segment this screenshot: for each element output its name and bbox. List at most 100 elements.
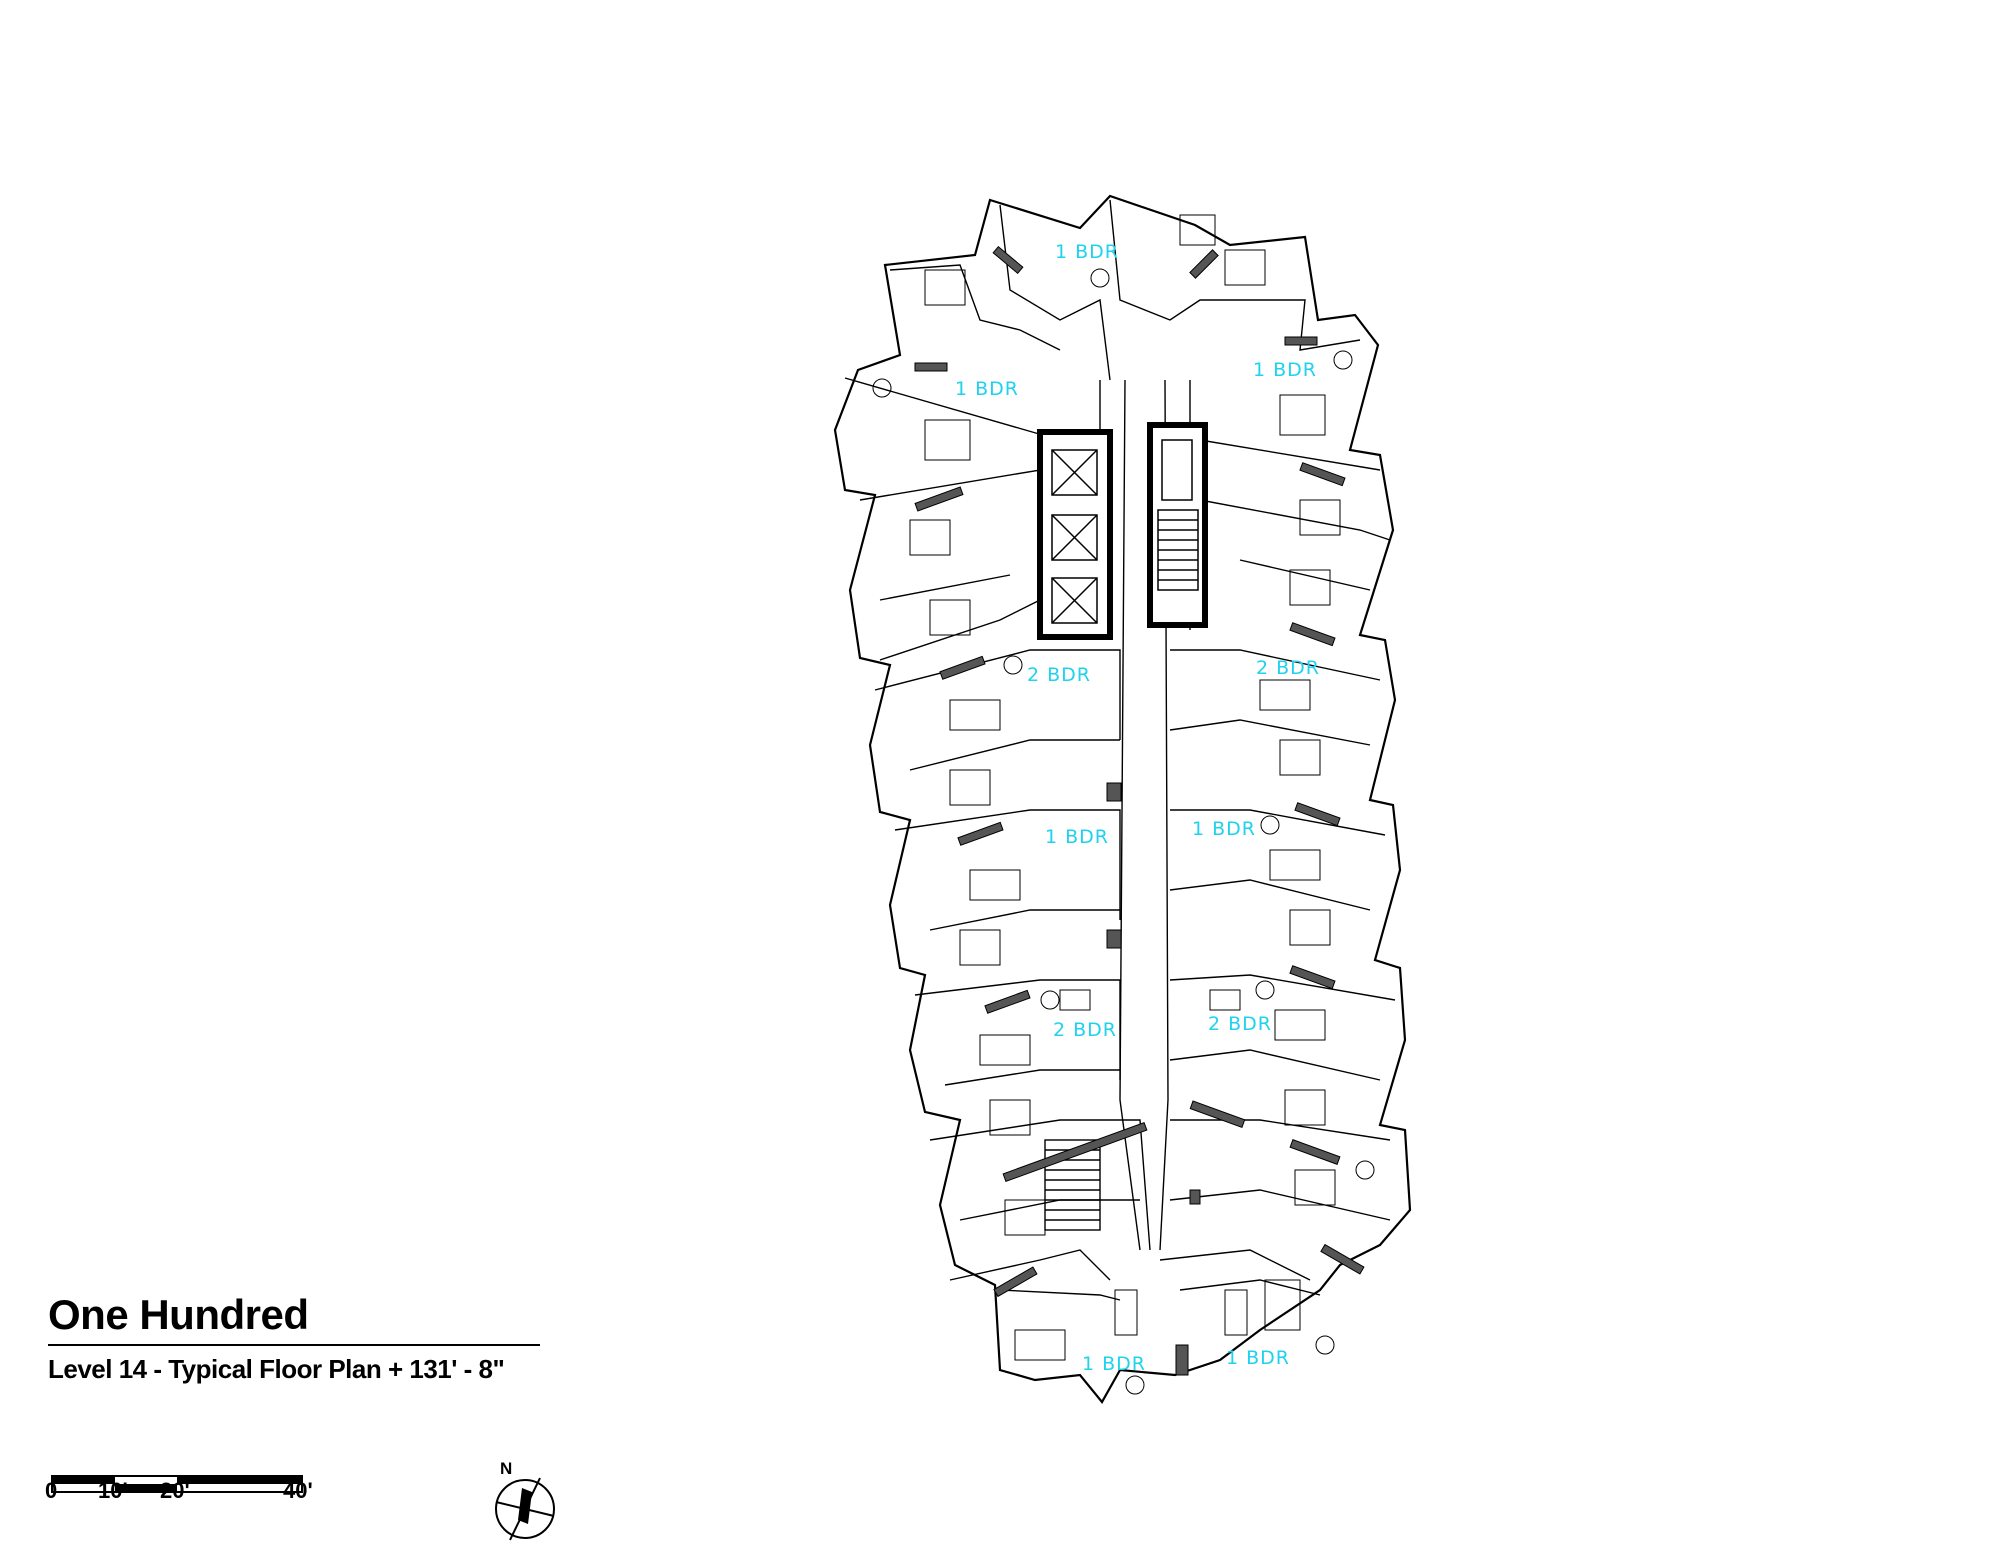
unit-label: 1 BDR [1045, 826, 1109, 848]
wall [949, 1249, 1111, 1281]
scale-bar [51, 1475, 303, 1493]
dining-table [1260, 815, 1280, 835]
wall-segment [1289, 1139, 1341, 1165]
dining-table [872, 378, 892, 398]
wall [1170, 1119, 1391, 1141]
elevator-cross [1051, 514, 1098, 561]
wall [894, 809, 1121, 920]
wall-segment [1106, 929, 1122, 949]
dining-table [1003, 655, 1023, 675]
sofa [1264, 1279, 1301, 1331]
bed [1179, 214, 1216, 246]
bed [1299, 499, 1341, 536]
bed [1284, 1089, 1326, 1126]
unit-label: 1 BDR [1226, 1347, 1290, 1369]
wall [1159, 1249, 1311, 1281]
bed [1294, 1169, 1336, 1206]
corridor-wall [1119, 379, 1141, 1251]
dining-table [1040, 990, 1060, 1010]
plan-subtitle: Level 14 - Typical Floor Plan + 131' - 8… [48, 1354, 505, 1384]
sofa [924, 419, 971, 461]
sofa [1274, 1009, 1326, 1041]
stair [1044, 1139, 1101, 1231]
wall [944, 1069, 1120, 1086]
wall-segment [984, 989, 1031, 1014]
wall-segment [1299, 462, 1346, 487]
bed [1289, 569, 1331, 606]
wall [1170, 649, 1381, 681]
wall [999, 1289, 1121, 1301]
project-title: One Hundred [48, 1291, 309, 1338]
wall [1239, 559, 1371, 591]
wall-segment [1106, 782, 1122, 802]
wall-segment [1289, 965, 1336, 990]
elevator [1051, 449, 1098, 496]
wall-segment [1189, 1189, 1201, 1205]
wall-segment [1189, 1100, 1246, 1128]
wall-segment [992, 245, 1024, 275]
wall [1169, 974, 1396, 1001]
dining-table [1355, 1160, 1375, 1180]
sofa [949, 699, 1001, 731]
table [1114, 1289, 1138, 1336]
bed [1289, 909, 1331, 946]
bed [989, 1099, 1031, 1136]
wall [1109, 199, 1230, 321]
sofa [979, 1034, 1031, 1066]
wall-segment [957, 821, 1004, 846]
wall-segment [914, 362, 948, 372]
wall [1169, 879, 1371, 911]
table [1209, 989, 1241, 1011]
sofa [1269, 849, 1321, 881]
wall-segment [1175, 1344, 1189, 1376]
sofa [1259, 679, 1311, 711]
wall-segment [1294, 802, 1341, 827]
wall-segment [1289, 622, 1336, 647]
wall [879, 574, 1011, 601]
bed [929, 599, 971, 636]
scale-label: 20' [160, 1478, 190, 1503]
dining-table [1090, 268, 1110, 288]
title-block: One Hundred Level 14 - Typical Floor Pla… [48, 1290, 548, 1385]
north-label: N [500, 1459, 512, 1478]
sofa [1014, 1329, 1066, 1361]
wall [1199, 499, 1391, 541]
wall [1170, 809, 1386, 836]
wall [1230, 299, 1361, 351]
scale-label: 40' [283, 1478, 313, 1503]
bed [924, 269, 966, 306]
wall [844, 377, 1061, 441]
sofa [1279, 394, 1326, 436]
north-arrow-icon: N [495, 1459, 555, 1541]
unit-label: 2 BDR [1053, 1019, 1117, 1041]
bed [959, 929, 1001, 966]
wall [909, 739, 1120, 771]
wall-segment [993, 1266, 1038, 1298]
unit-label: 2 BDR [1256, 657, 1320, 679]
elevator [1051, 514, 1098, 561]
wall [1199, 439, 1381, 471]
unit-label: 2 BDR [1027, 664, 1091, 686]
wall-segment [939, 655, 986, 680]
unit-label: 1 BDR [1082, 1353, 1146, 1375]
dining-table [1333, 350, 1353, 370]
stair-treads [1158, 519, 1198, 581]
bed [909, 519, 951, 556]
elevator-cross [1051, 577, 1098, 624]
sofa [969, 869, 1021, 901]
unit-label: 1 BDR [1253, 359, 1317, 381]
scale-label: 10' [98, 1478, 128, 1503]
wall-segment [1320, 1243, 1365, 1275]
wall-segment [1002, 1121, 1148, 1183]
title-divider [48, 1344, 540, 1346]
unit-label: 1 BDR [1192, 818, 1256, 840]
table [1224, 1289, 1248, 1336]
bed [1004, 1199, 1046, 1236]
elevator [1051, 577, 1098, 624]
scale-label: 0 [45, 1478, 58, 1503]
unit-label: 1 BDR [955, 378, 1019, 400]
wall [1169, 719, 1371, 746]
wall [929, 1119, 1151, 1251]
table [1059, 989, 1091, 1011]
